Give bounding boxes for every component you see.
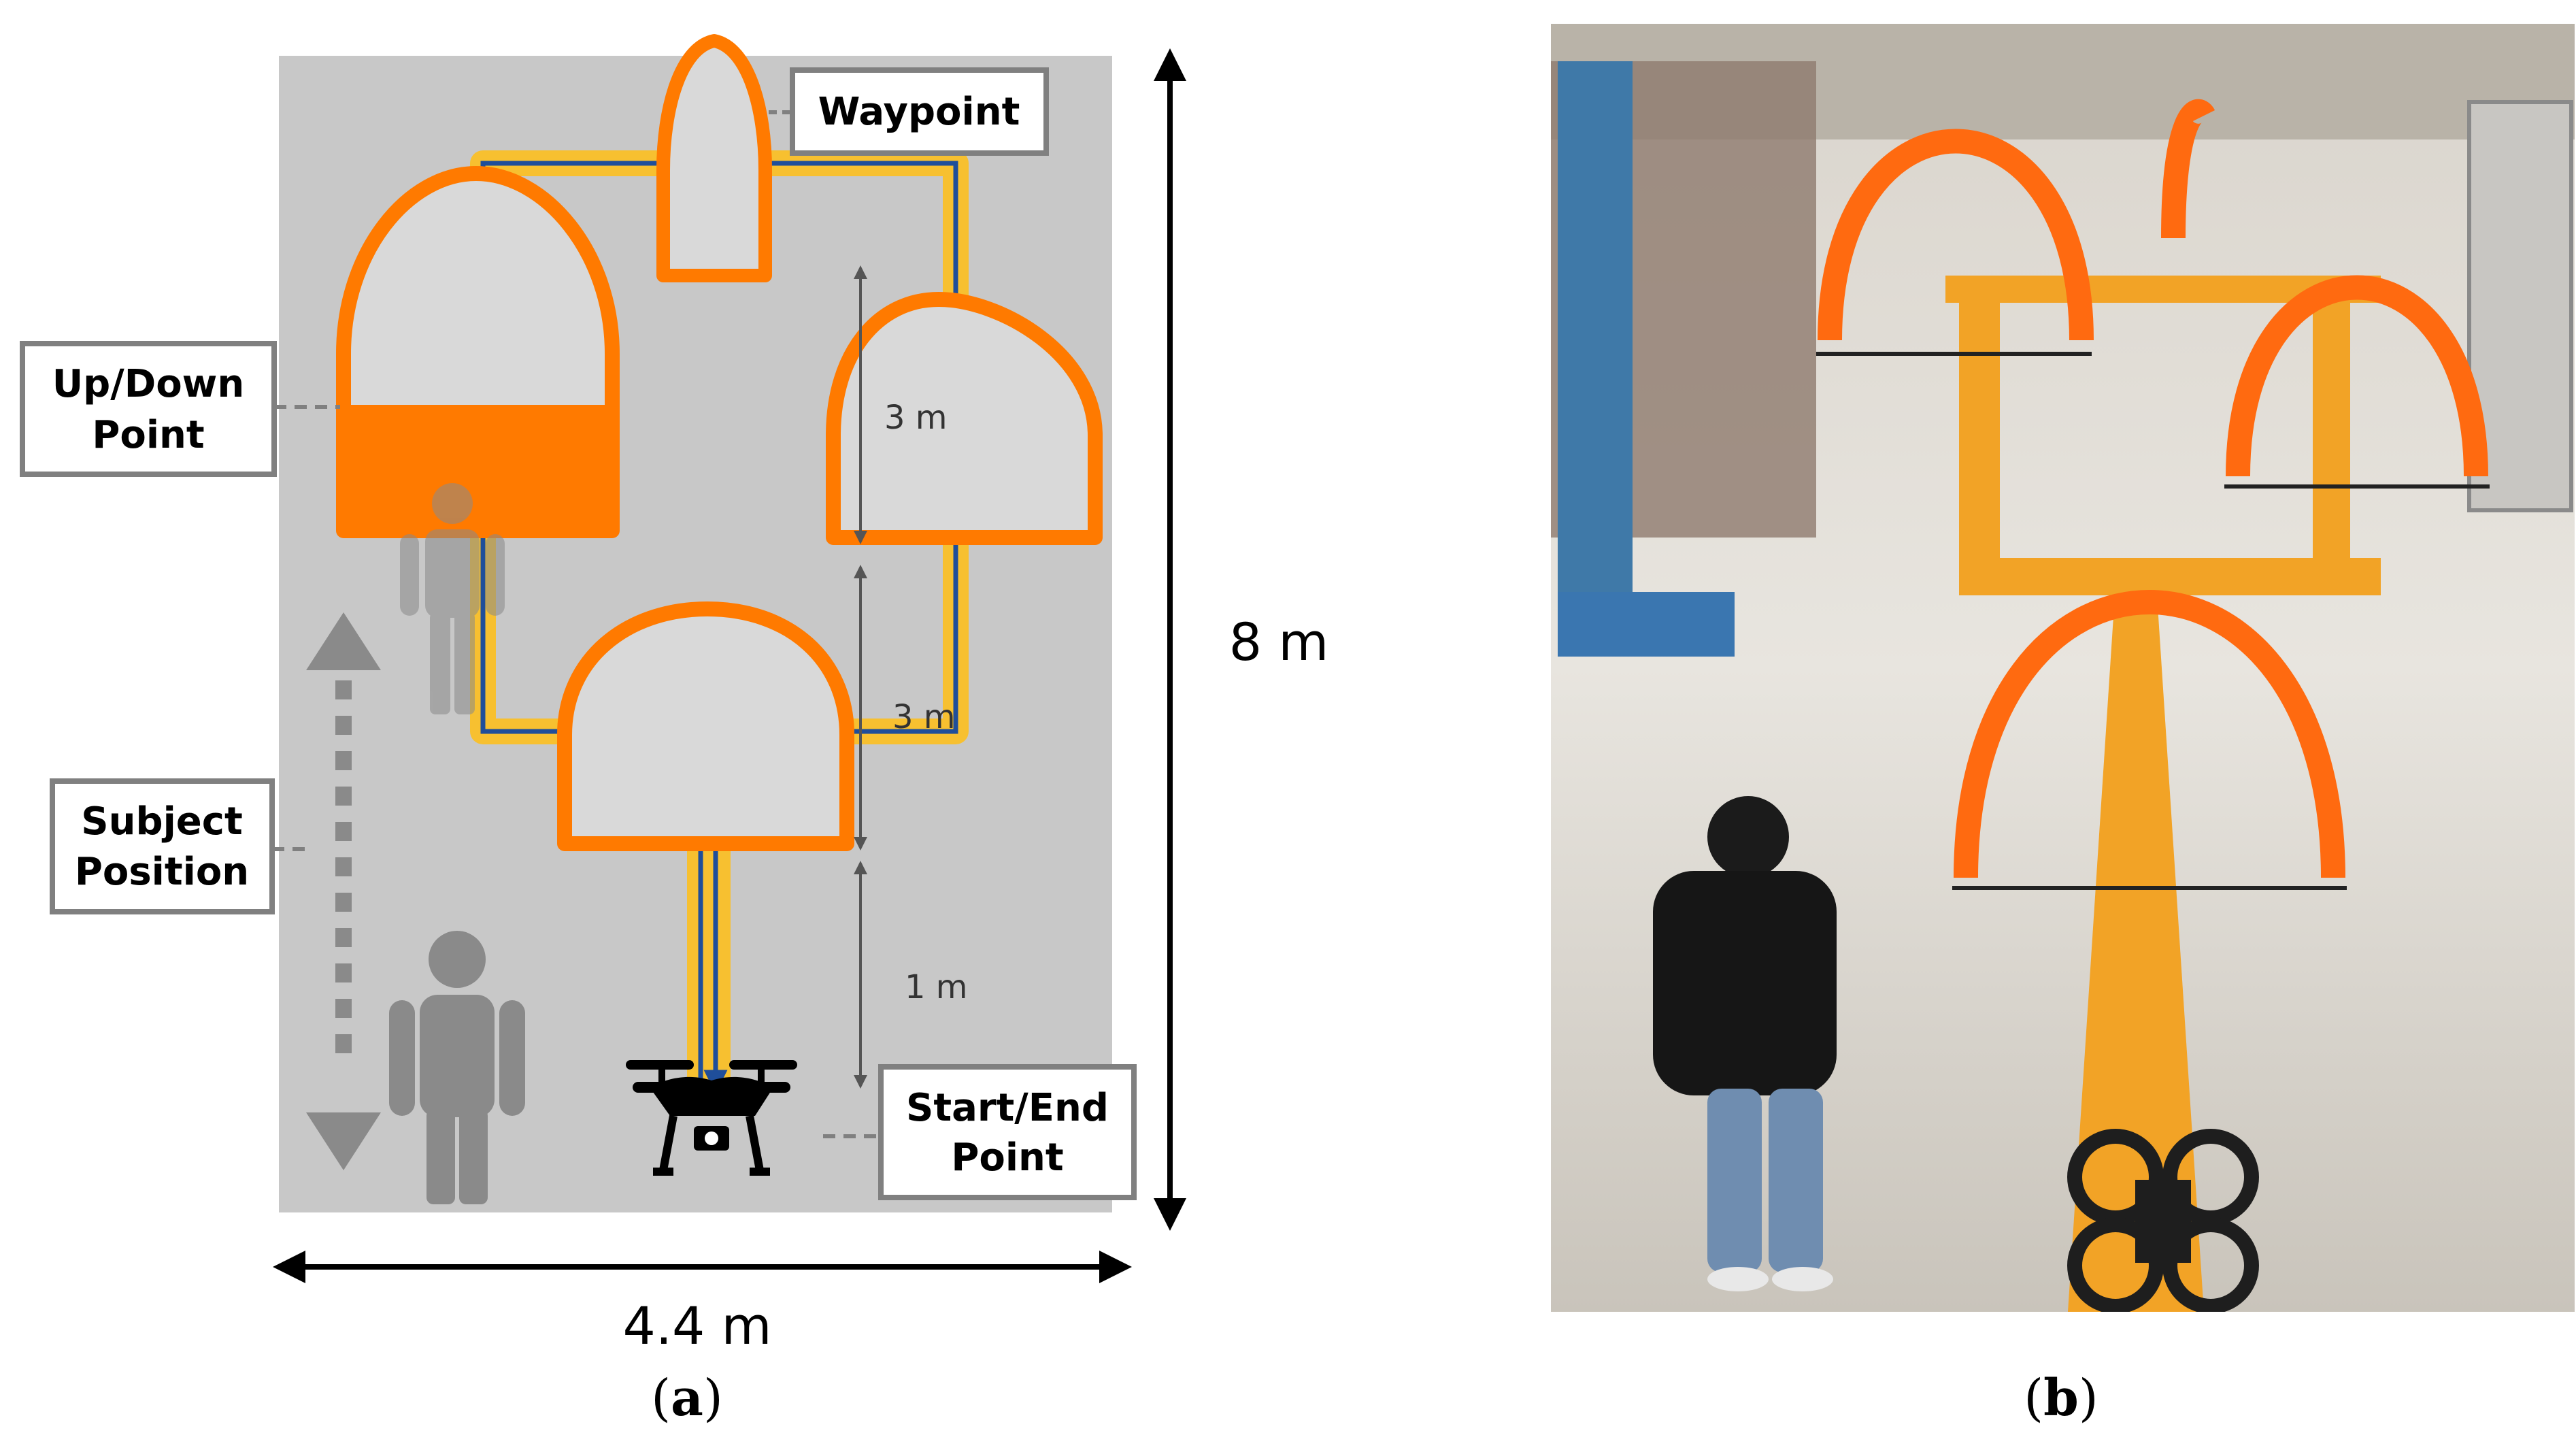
gate-bottom <box>557 601 854 851</box>
waypoint-label: Waypoint <box>818 90 1020 134</box>
waypoint-callout-box <box>790 67 1049 156</box>
person-icon-faded <box>400 483 505 714</box>
updown-callout-box <box>20 341 277 477</box>
dimension-label-width: 4.4 m <box>622 1295 771 1356</box>
dimension-label-lower: 3 m <box>892 698 956 736</box>
person-icon <box>389 931 525 1204</box>
drone-icon <box>626 1060 797 1176</box>
startend-label-line1: Start/End <box>906 1086 1109 1130</box>
dimension-total-width: 4.4 m <box>273 1251 1132 1356</box>
dimension-lower-gap: 3 m <box>854 565 956 850</box>
caption-a-letter: a <box>671 1369 703 1427</box>
photo-left-blue-box <box>1558 592 1735 657</box>
panel-b-photo: (b) <box>1551 24 2575 1427</box>
gate-waypoint <box>656 34 772 282</box>
photo-hoop-gates <box>1818 99 2488 878</box>
start-path-yellow <box>687 837 731 1089</box>
dimension-label-upper: 3 m <box>884 399 948 437</box>
startend-callout-box <box>878 1064 1137 1200</box>
photo-left-blue-panel <box>1558 61 1633 619</box>
dimension-label-start: 1 m <box>905 968 968 1006</box>
startend-label-line2: Point <box>951 1136 1063 1180</box>
gate-updown-lower-fill <box>344 405 612 534</box>
photo-drone <box>2067 1129 2259 1312</box>
dimension-total-length: 8 m <box>1154 48 1329 1231</box>
subject-movement-arrow <box>306 612 381 1170</box>
updown-label-line1: Up/Down <box>52 362 245 406</box>
subject-label-line2: Position <box>75 850 249 894</box>
caption-b: (b) <box>2024 1369 2098 1427</box>
dimension-label-length: 8 m <box>1229 612 1329 672</box>
subject-callout-box <box>50 778 275 914</box>
flight-path-blue <box>480 161 958 734</box>
photo-floor-tape <box>1945 276 2381 1312</box>
updown-label-line2: Point <box>92 413 204 457</box>
photo-gate-bases <box>1816 352 2490 890</box>
subject-label-line1: Subject <box>81 799 242 844</box>
panel-a: 3 m 3 m 1 m Waypoint Up/Down Point Subje… <box>20 34 1329 1427</box>
dimension-start-gap: 1 m <box>854 861 968 1089</box>
photo-person <box>1653 796 1837 1291</box>
gate-right <box>826 292 1103 545</box>
caption-b-letter: b <box>2043 1369 2079 1427</box>
dimension-upper-gap: 3 m <box>854 265 948 544</box>
caption-a: (a) <box>651 1369 723 1427</box>
